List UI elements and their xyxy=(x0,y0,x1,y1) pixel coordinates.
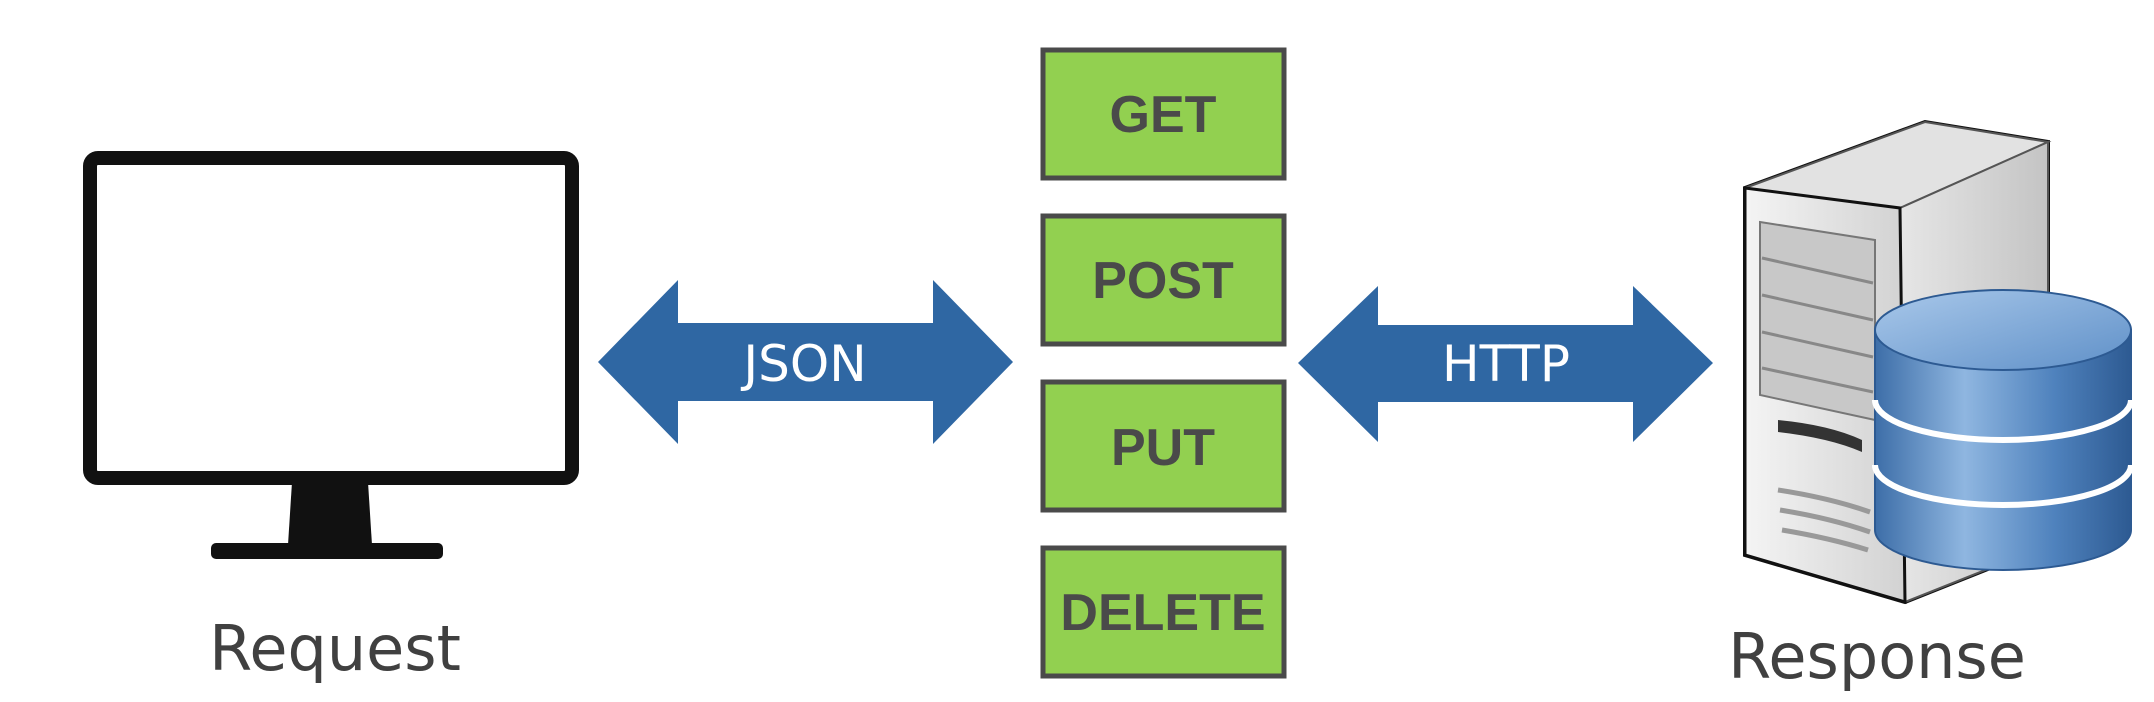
method-get-label: GET xyxy=(1110,86,1217,144)
http-arrow: HTTP xyxy=(1298,286,1713,442)
method-delete: DELETE xyxy=(1040,545,1287,679)
method-get: GET xyxy=(1040,47,1287,181)
method-put-label: PUT xyxy=(1111,419,1215,477)
request-caption: Request xyxy=(209,612,461,685)
http-methods: GET POST PUT DELETE xyxy=(1040,47,1287,679)
response-caption: Response xyxy=(1728,620,2026,693)
method-put: PUT xyxy=(1040,379,1287,513)
method-delete-label: DELETE xyxy=(1060,584,1265,642)
method-post: POST xyxy=(1040,213,1287,347)
method-post-label: POST xyxy=(1092,252,1234,310)
json-label: JSON xyxy=(740,335,866,393)
database-icon xyxy=(1872,289,2134,571)
monitor-icon xyxy=(83,151,579,559)
json-arrow: JSON xyxy=(598,280,1013,444)
http-label: HTTP xyxy=(1442,335,1570,393)
